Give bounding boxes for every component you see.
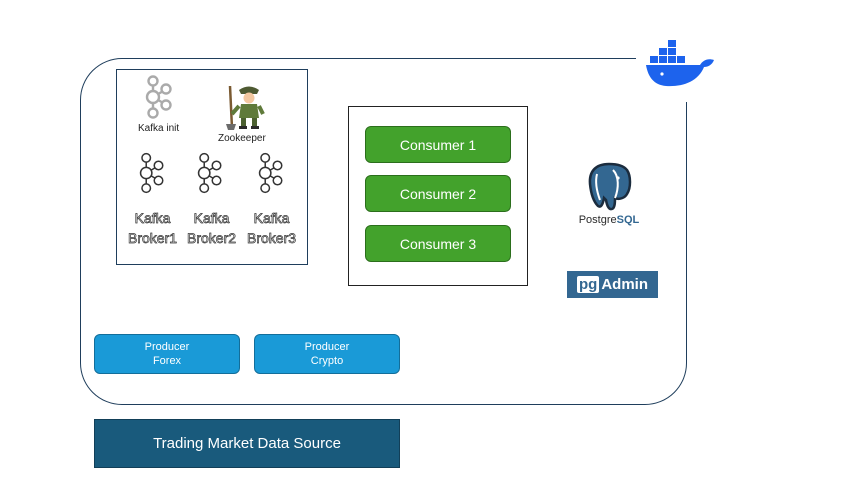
kafka-init-label: Kafka init (138, 123, 180, 134)
kafka-broker-2-label: Kafka Broker2 (187, 210, 237, 247)
kafka-broker-3-icon (258, 152, 283, 194)
zookeeper-icon (226, 85, 265, 130)
trading-market-data-source[interactable]: Trading Market Data Source (94, 419, 400, 468)
pgadmin-pg-text: pg (577, 276, 600, 293)
postgresql-elephant-icon (588, 162, 632, 211)
kafka-broker-1-icon (139, 152, 164, 194)
postgresql-logo: PostgreSQL (572, 158, 646, 230)
kafka-broker-3-label: Kafka Broker3 (247, 210, 297, 247)
zookeeper-label: Zookeeper (218, 133, 266, 144)
consumer-2[interactable]: Consumer 2 (365, 175, 511, 212)
consumer-3[interactable]: Consumer 3 (365, 225, 511, 262)
kafka-icon (145, 75, 172, 119)
pgadmin-admin-text: Admin (601, 276, 648, 293)
consumer-1[interactable]: Consumer 1 (365, 126, 511, 163)
postgresql-label-b: SQL (616, 214, 640, 226)
postgresql-label-a: Postgre (578, 214, 617, 226)
producer-crypto[interactable]: Producer Crypto (254, 334, 400, 374)
kafka-broker-2-icon (197, 152, 222, 194)
docker-whale-icon (646, 40, 714, 87)
producer-forex[interactable]: Producer Forex (94, 334, 240, 374)
kafka-broker-1-label: Kafka Broker1 (128, 210, 178, 247)
